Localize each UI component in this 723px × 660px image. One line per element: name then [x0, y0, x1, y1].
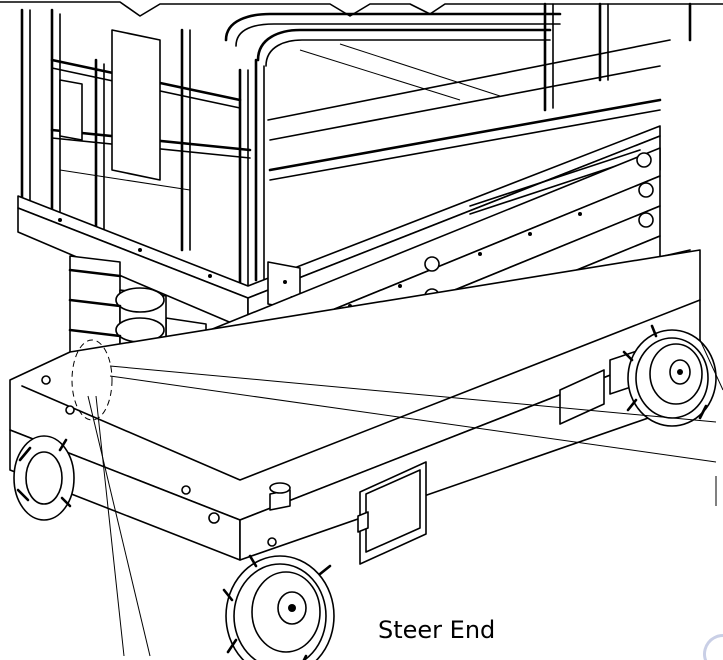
- steer-end-label: Steer End: [378, 616, 496, 644]
- callout-leaders: [71, 339, 723, 657]
- wheels: [13, 324, 717, 660]
- platform-railing: [0, 1, 723, 292]
